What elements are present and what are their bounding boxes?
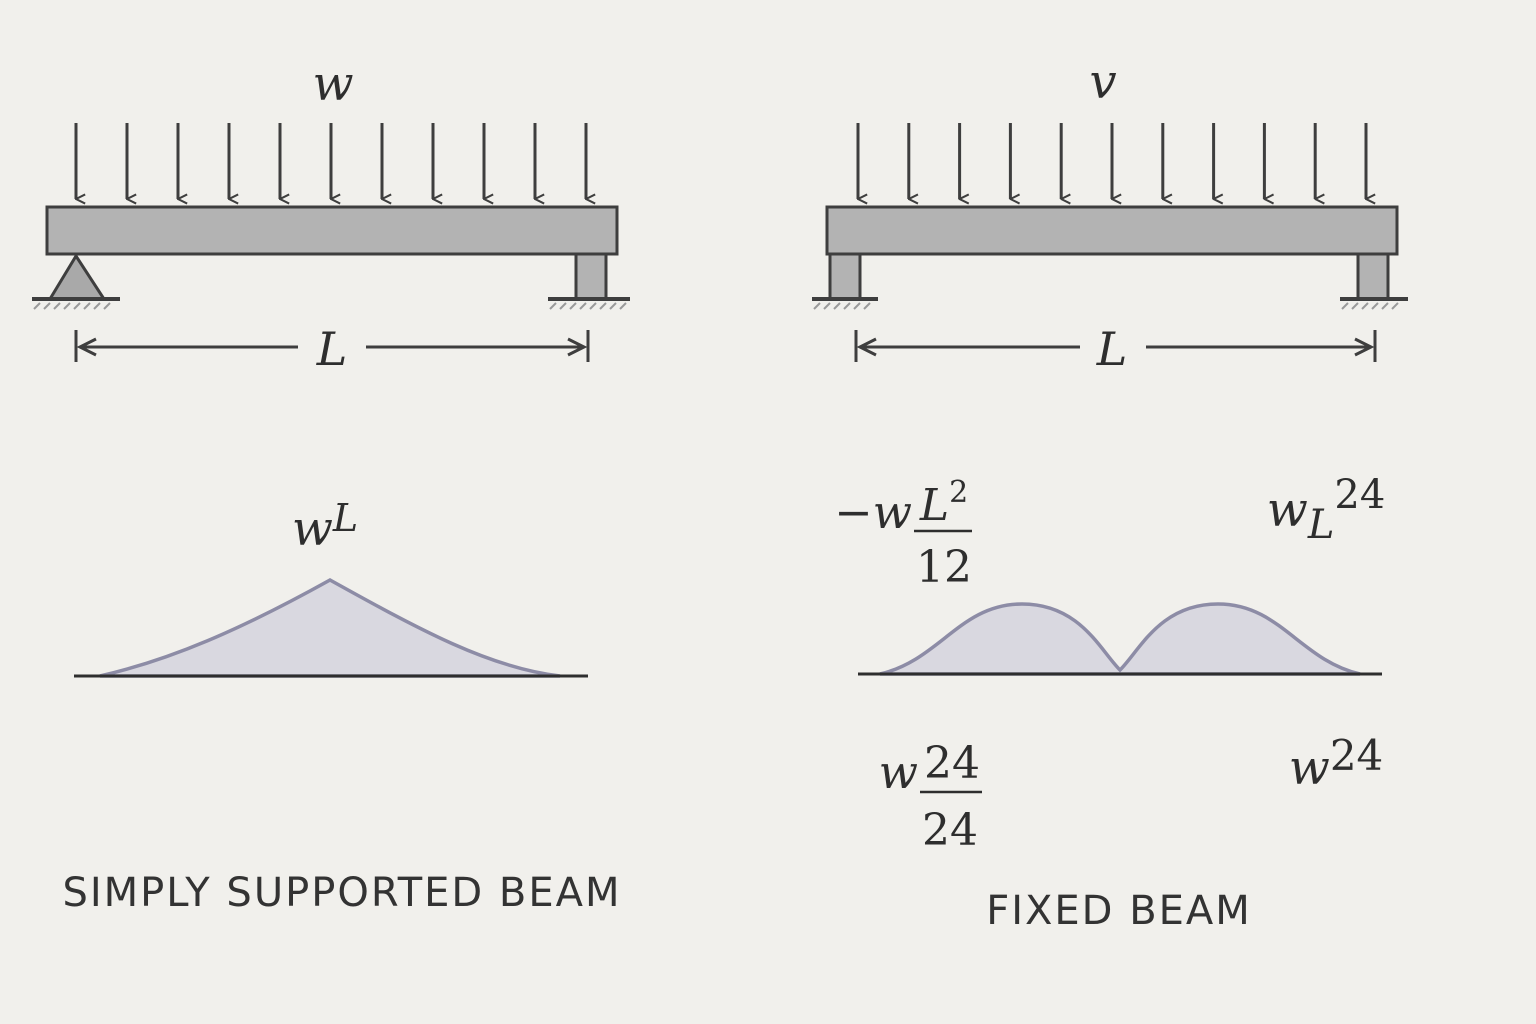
bottom-left-numerator: 24 [924, 738, 980, 789]
right-load-label: v [1089, 54, 1116, 110]
right-panel-right-post [1356, 252, 1390, 301]
fixed-beam-panel: v [812, 54, 1408, 934]
right-distributed-load-arrows [856, 123, 1366, 199]
bottom-left-prefix: w [879, 745, 918, 799]
left-pin-hatching [33, 302, 111, 310]
right-caption: FIXED BEAM [986, 888, 1252, 934]
left-panel-right-hatching [549, 302, 627, 310]
top-right-moment-label: wL24 [1267, 472, 1386, 548]
bottom-left-denominator: 24 [922, 805, 978, 856]
left-span-label: L [316, 322, 348, 376]
right-beam [825, 205, 1399, 256]
right-panel-left-hatching [813, 302, 871, 310]
left-pin-support [47, 253, 107, 301]
top-left-numerator: L2 [919, 475, 968, 531]
left-beam [45, 205, 619, 256]
right-span-label: L [1096, 322, 1128, 376]
left-panel-right-post [574, 252, 608, 301]
left-moment-diagram [99, 577, 561, 678]
left-moment-base: w [292, 501, 333, 557]
left-caption: SIMPLY SUPPORTED BEAM [62, 870, 621, 916]
right-span-dimension [854, 330, 1377, 362]
right-moment-diagram [879, 602, 1361, 676]
right-panel-right-hatching [1341, 302, 1399, 310]
bottom-left-moment-label: w 24 24 [879, 738, 982, 856]
left-moment-sup: L [332, 496, 358, 540]
left-span-dimension [74, 330, 590, 362]
top-left-denominator: 12 [916, 542, 972, 593]
bottom-right-moment-label: w24 [1289, 731, 1384, 796]
right-panel-left-post [828, 252, 862, 301]
left-distributed-load-arrows [74, 123, 586, 199]
simply-supported-panel: w [32, 56, 630, 916]
top-left-moment-label: −w L2 12 [834, 475, 972, 593]
left-load-label: w [312, 56, 353, 112]
left-moment-label: wL [292, 496, 358, 557]
top-left-prefix: −w [834, 485, 912, 539]
